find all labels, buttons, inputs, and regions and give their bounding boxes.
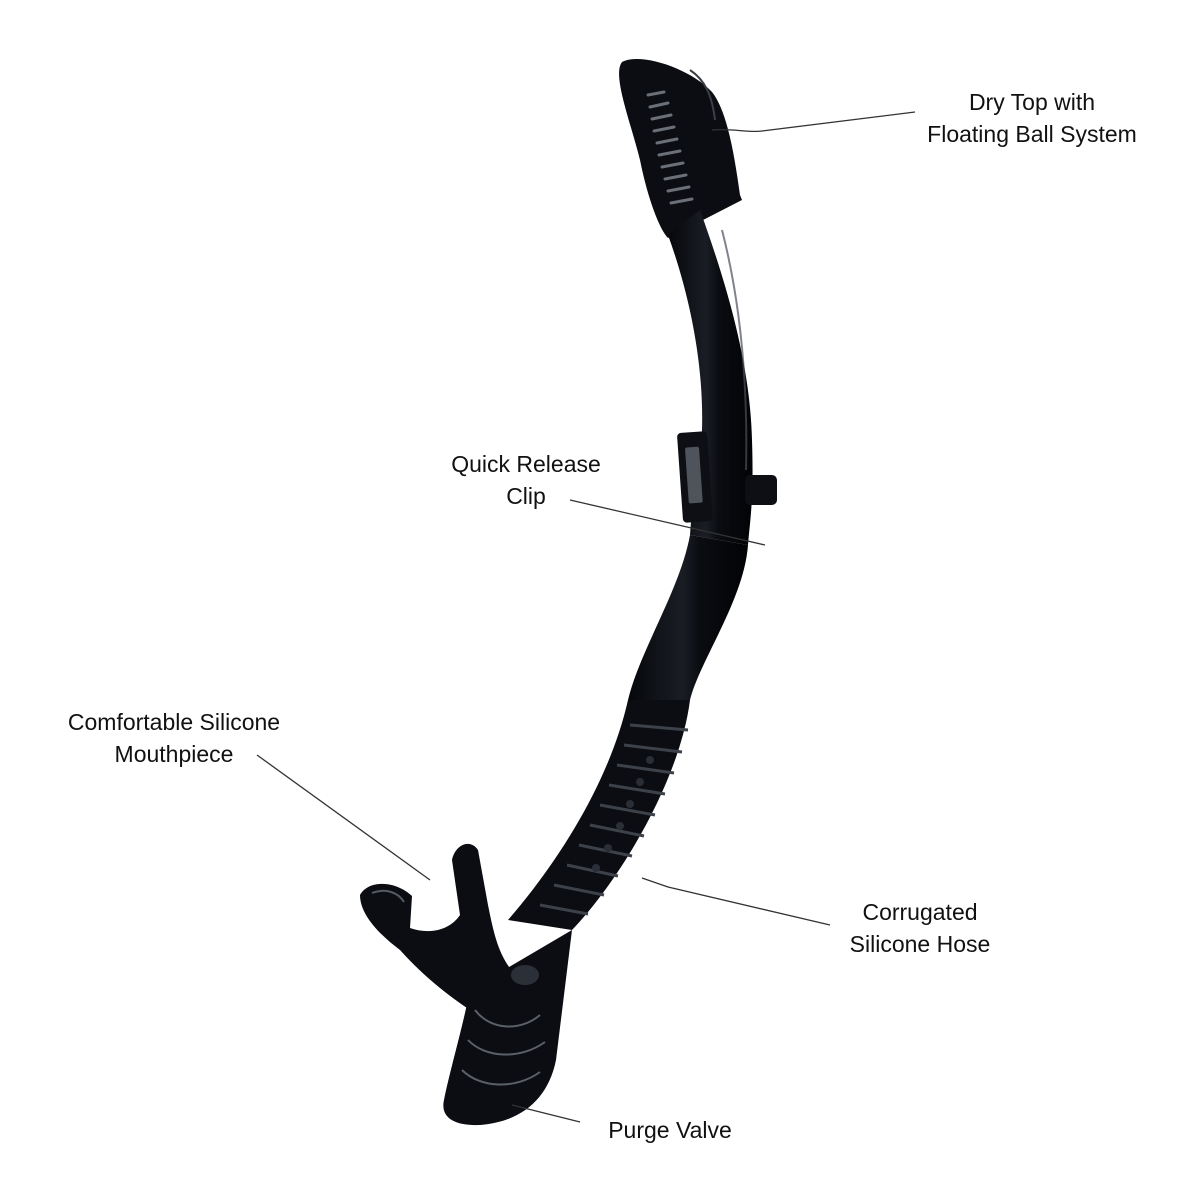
callout-quick-release-clip: Quick Release Clip bbox=[436, 448, 616, 512]
callout-hose-line-2: Silicone Hose bbox=[849, 931, 991, 957]
hose-leader bbox=[641, 877, 831, 926]
callout-mouthpiece-line-2: Mouthpiece bbox=[114, 741, 234, 767]
quick-release-clip-part bbox=[677, 431, 777, 523]
callout-dry-top-line-1: Dry Top with bbox=[968, 89, 1096, 115]
clip-leader bbox=[569, 499, 766, 546]
callout-dry-top: Dry Top with Floating Ball System bbox=[912, 86, 1152, 150]
callout-purge-valve: Purge Valve bbox=[590, 1114, 750, 1146]
callout-hose-line-1: Corrugated bbox=[862, 899, 978, 925]
dry-top-leader bbox=[711, 111, 916, 133]
callout-clip-line-1: Quick Release bbox=[451, 451, 601, 477]
callout-mouthpiece: Comfortable Silicone Mouthpiece bbox=[44, 706, 304, 770]
callout-corrugated-hose: Corrugated Silicone Hose bbox=[830, 896, 1010, 960]
purge-leader bbox=[511, 1104, 581, 1123]
lower-tube bbox=[628, 535, 748, 700]
callout-dry-top-line-2: Floating Ball System bbox=[927, 121, 1137, 147]
callout-clip-line-2: Clip bbox=[506, 483, 546, 509]
mouthpiece-part bbox=[360, 843, 520, 1010]
callout-mouthpiece-line-1: Comfortable Silicone bbox=[67, 709, 281, 735]
purge-valve-part bbox=[443, 930, 572, 1126]
mouthpiece-leader bbox=[256, 754, 431, 881]
upper-tube bbox=[668, 210, 753, 545]
corrugated-hose-part bbox=[508, 700, 690, 930]
dry-top-part bbox=[619, 58, 742, 238]
callout-lines bbox=[256, 111, 916, 1123]
callout-purge-line-1: Purge Valve bbox=[608, 1117, 732, 1143]
